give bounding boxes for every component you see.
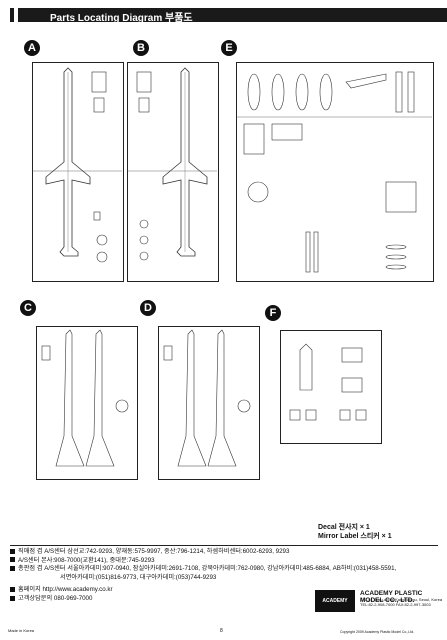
footer-row-2: A/S센터 본사:908-7000(교환141), 중대문:745-9293	[10, 557, 438, 566]
footer-divider	[10, 545, 438, 546]
sprue-frame-f	[280, 330, 382, 444]
frame-label-d: D	[140, 300, 156, 316]
decal-note: Decal 전사지 × 1 Mirror Label 스티커 × 1	[318, 523, 392, 541]
bullet-square-icon	[10, 548, 15, 554]
page-number: 8	[220, 628, 223, 634]
made-in-label: Made in Korea	[8, 628, 35, 633]
company-address-line-1: 273-44 Susu-dong, Kangbuk-gu, Seoul, Kor…	[360, 597, 443, 602]
sprue-a-parts	[32, 67, 122, 263]
sprue-frame-b	[127, 62, 219, 282]
bullet-square-icon	[10, 566, 15, 572]
sprue-d-parts	[163, 329, 251, 467]
sprue-frame-d	[158, 326, 260, 480]
mirror-label-line: Mirror Label 스티커 × 1	[318, 533, 392, 540]
footer-line-4: 서면아카데미:(051)816-9773, 대구아카데미:(053)744-92…	[60, 573, 217, 581]
sprue-frame-a	[32, 62, 124, 282]
footer-row-1: 직매점 겸 A/S센터 삼선교:742-9293, 양재동:575-9997, …	[10, 548, 438, 557]
company-address: 273-44 Susu-dong, Kangbuk-gu, Seoul, Kor…	[360, 597, 443, 607]
footer-line-6: 고객상담문의 080-969-7000	[18, 594, 93, 602]
page-title: Parts Locating Diagram 부품도	[50, 13, 193, 24]
sprue-c-parts	[41, 329, 129, 467]
frame-label-f: F	[265, 305, 281, 321]
company-address-line-2: TEL:82-2-908-7000 FAX:82-2-997-3003	[360, 601, 431, 607]
frame-label-e: E	[221, 40, 237, 56]
footer-line-2: A/S센터 본사:908-7000(교환141), 중대문:745-9293	[18, 556, 155, 564]
bullet-square-icon	[10, 587, 15, 593]
footer-line-3: 총판점 겸 A/S센터 서울아카데미:907-0940, 잠실아카데미:2691…	[18, 565, 397, 573]
bullet-square-icon	[10, 595, 15, 601]
footer-line-1: 직매점 겸 A/S센터 삼선교:742-9293, 양재동:575-9997, …	[18, 548, 290, 555]
company-name: ACADEMY PLASTIC MODEL CO., LTD.	[360, 590, 423, 604]
sprue-frame-c	[36, 326, 138, 480]
sprue-b-parts	[127, 67, 217, 261]
frame-label-b: B	[133, 40, 149, 56]
footer-line-5: 홈페이지 http://www.academy.co.kr	[18, 586, 113, 594]
academy-logo: ACADEMY	[315, 590, 355, 612]
footer-row-5: 홈페이지 http://www.academy.co.kr	[10, 586, 438, 595]
header-mark	[14, 8, 18, 22]
footer-row-6: 고객상담문의 080-969-7000	[10, 595, 438, 604]
frame-label-c: C	[20, 300, 36, 316]
footer-row-3: 총판점 겸 A/S센터 서울아카데미:907-0940, 잠실아카데미:2691…	[10, 565, 438, 574]
bullet-square-icon	[10, 557, 15, 563]
frame-label-a: A	[24, 40, 40, 56]
sprue-e-parts	[236, 71, 432, 273]
header-bar: Parts Locating Diagram 부품도	[10, 8, 447, 24]
footer-contacts: 직매점 겸 A/S센터 삼선교:742-9293, 양재동:575-9997, …	[10, 548, 438, 604]
sprue-f-parts	[289, 343, 367, 421]
copyright-text: Copyright 2009 Academy Plastic Model Co.…	[340, 630, 415, 634]
decal-line: Decal 전사지 × 1	[318, 524, 370, 531]
footer-row-4: 서면아카데미:(051)816-9773, 대구아카데미:(053)744-92…	[10, 574, 438, 583]
